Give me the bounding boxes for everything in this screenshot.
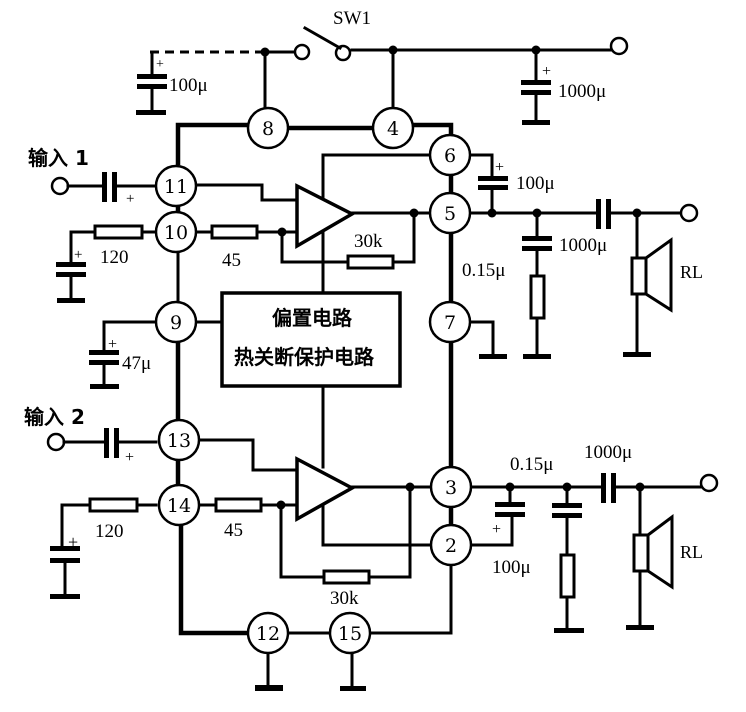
svg-text:+: + [156,57,164,72]
c-out2-label: 1000μ [584,442,632,463]
svg-text:15: 15 [338,623,362,645]
pin-4: 4 [371,106,415,150]
svg-text:+: + [126,191,134,207]
pin-11: 11 [154,164,198,208]
pin-8: 8 [246,106,290,150]
svg-text:+: + [108,336,117,353]
svg-text:2: 2 [445,535,457,557]
load2-label: RL [680,542,703,562]
svg-text:+: + [542,63,551,80]
block-line2: 热关断保护电路 [234,345,375,369]
svg-text:+: + [492,521,501,538]
c-bias-label: 47μ [122,353,151,374]
amplifier-2 [295,456,356,522]
svg-text:4: 4 [387,118,399,140]
c-out1-label: 1000μ [559,235,607,256]
pin-9: 9 [154,300,198,344]
c-zobel1-label: 0.15μ [462,260,505,281]
pin10-network: + 120 [56,224,158,303]
pin-6: 6 [428,133,472,177]
pin-13: 13 [157,418,201,462]
svg-text:11: 11 [164,176,188,198]
c-supply-big-label: 1000μ [558,81,606,102]
c-bootstrap1-label: 100μ [516,173,555,194]
input1-terminal [50,176,70,196]
pin-12: 12 [246,611,290,655]
load1-label: RL [680,262,703,282]
pin-14: 14 [157,483,201,527]
svg-text:7: 7 [444,312,456,334]
bias-protection-block: 偏置电路 热关断保护电路 [220,291,402,388]
svg-text:6: 6 [444,145,456,167]
pin-7: 7 [428,300,472,344]
pin14-network: + 120 [50,497,158,599]
svg-text:+: + [125,449,134,466]
capacitor-100u-supply: + 100μ [136,50,208,115]
block-line1: 偏置电路 [272,306,353,330]
supply-terminal [609,36,629,56]
output-2-network: + 100μ 0.15μ 1000μ RL [468,442,719,633]
pin-2: 2 [429,523,473,567]
r-in2-series-label: 45 [224,520,243,541]
svg-text:8: 8 [262,118,274,140]
r-fb2-label: 30k [330,588,359,609]
svg-text:9: 9 [170,312,182,334]
input2-label: 输入 2 [24,405,85,429]
pin-5: 5 [428,191,472,235]
svg-text:5: 5 [444,203,456,225]
svg-text:+: + [495,159,504,176]
c-zobel2-label: 0.15μ [510,454,553,475]
output2-terminal [699,473,719,493]
supply-rail [150,36,629,57]
svg-text:+: + [74,247,82,263]
output-1-network: + 100μ 1000μ 0.15μ RL [462,153,703,359]
input-1: 输入 1 + [28,146,158,207]
svg-text:12: 12 [256,623,280,645]
pin-15: 15 [328,611,372,655]
amplifier-1 [295,183,356,250]
sw1-label: SW1 [333,8,371,29]
capacitor-47u-bias: + 47μ [89,320,160,389]
switch-sw1: SW1 [293,8,371,62]
pin-3: 3 [429,465,473,509]
pin-10: 10 [154,210,198,254]
svg-text:3: 3 [445,477,457,499]
svg-text:10: 10 [164,222,188,244]
output1-terminal [679,203,699,223]
r-fb1-label: 30k [354,231,383,252]
svg-text:14: 14 [167,495,191,517]
input1-label: 输入 1 [28,146,89,170]
r-in1-ground-label: 120 [100,247,129,268]
capacitor-1000u-supply: + 1000μ [521,48,606,125]
c-bootstrap2-label: 100μ [492,557,531,578]
input-2: 输入 2 + [24,405,158,466]
c-supply-small-label: 100μ [169,75,208,96]
r-in1-series-label: 45 [222,250,241,271]
input2-terminal [46,432,66,452]
r-in2-ground-label: 120 [95,521,124,542]
svg-text:+: + [68,532,78,552]
svg-text:13: 13 [167,430,191,452]
